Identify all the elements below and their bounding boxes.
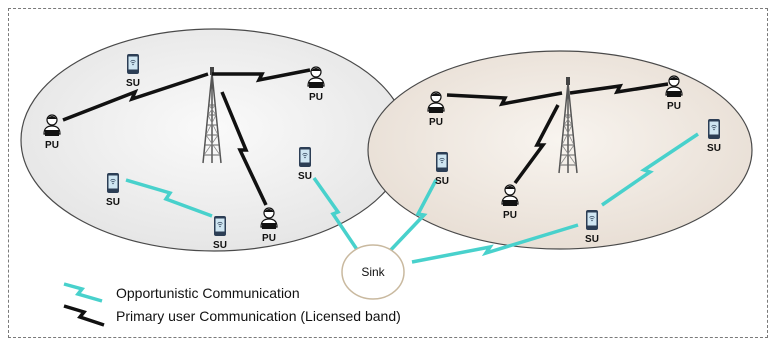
su-node: SU — [126, 53, 140, 89]
su-node: SU — [298, 146, 312, 182]
legend-opportunistic-symbol — [63, 282, 103, 303]
pu-label: PU — [45, 140, 59, 151]
su-node: SU — [213, 215, 227, 251]
su-label: SU — [106, 197, 120, 208]
opportunistic-links — [125, 132, 699, 264]
phone-icon — [126, 53, 140, 75]
su-node: SU — [585, 209, 599, 245]
opportunistic-link — [125, 178, 213, 218]
pu-label: PU — [262, 233, 276, 244]
opportunistic-link — [312, 176, 362, 255]
su-label: SU — [435, 176, 449, 187]
right-cell — [367, 50, 753, 250]
opportunistic-link — [411, 223, 579, 264]
pu-node: PU — [43, 114, 61, 151]
primary-link — [446, 91, 563, 107]
su-node: SU — [707, 118, 721, 154]
su-label: SU — [298, 171, 312, 182]
su-label: SU — [707, 143, 721, 154]
primary-link — [220, 91, 268, 206]
pu-node: PU — [501, 184, 519, 221]
phone-icon — [585, 209, 599, 231]
legend-primary-symbol — [63, 304, 105, 327]
legend-opportunistic-label: Opportunistic Communication — [116, 285, 300, 301]
primary-link — [569, 82, 669, 95]
sink-circle — [341, 244, 405, 300]
phone-icon — [707, 118, 721, 140]
primary-links — [62, 68, 669, 206]
sink-label: Sink — [361, 265, 385, 279]
pu-label: PU — [309, 92, 323, 103]
pu-label: PU — [429, 117, 443, 128]
phone-icon — [298, 146, 312, 168]
pu-label: PU — [667, 101, 681, 112]
su-label: SU — [213, 240, 227, 251]
pu-node: PU — [307, 66, 325, 103]
phone-icon — [213, 215, 227, 237]
su-node: SU — [106, 172, 120, 208]
su-label: SU — [585, 234, 599, 245]
legend: Opportunistic Communication Primary user… — [63, 282, 401, 327]
legend-primary-label: Primary user Communication (Licensed ban… — [116, 308, 401, 324]
sink-node: Sink — [341, 244, 405, 300]
primary-link — [513, 104, 560, 185]
su-node: SU — [435, 151, 449, 187]
opportunistic-link — [601, 132, 699, 207]
pu-node: PU — [665, 75, 683, 112]
phone-icon — [106, 172, 120, 194]
pu-node: PU — [427, 91, 445, 128]
diagram-frame — [8, 8, 768, 338]
primary-link — [62, 72, 209, 122]
pu-node: PU — [260, 207, 278, 244]
pu-label: PU — [503, 210, 517, 221]
su-label: SU — [126, 78, 140, 89]
opportunistic-link — [385, 179, 438, 256]
primary-link — [212, 68, 311, 83]
phone-icon — [435, 151, 449, 173]
left-cell — [20, 28, 408, 252]
